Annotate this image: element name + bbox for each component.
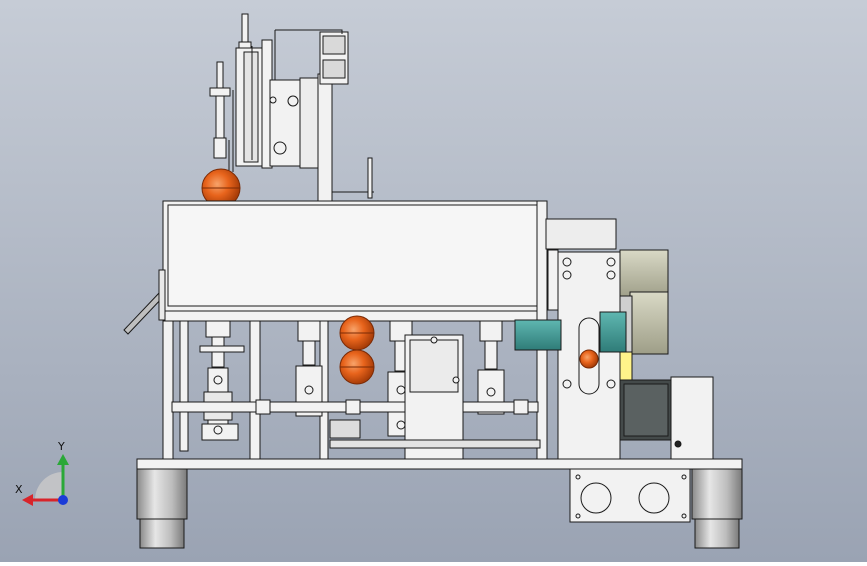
teal-motor [514,319,562,351]
top-dispenser-assembly [209,13,374,203]
slot-ball [579,349,599,369]
triad-y-label: Y [58,440,65,453]
triad-x-label: X [15,483,23,496]
foot-right [691,468,743,520]
upper-motor [545,218,617,250]
base-plate [136,458,743,470]
coordinate-triad [22,454,69,506]
ball-column [339,315,375,385]
actuator-row [199,320,505,441]
foot-left [136,468,188,520]
